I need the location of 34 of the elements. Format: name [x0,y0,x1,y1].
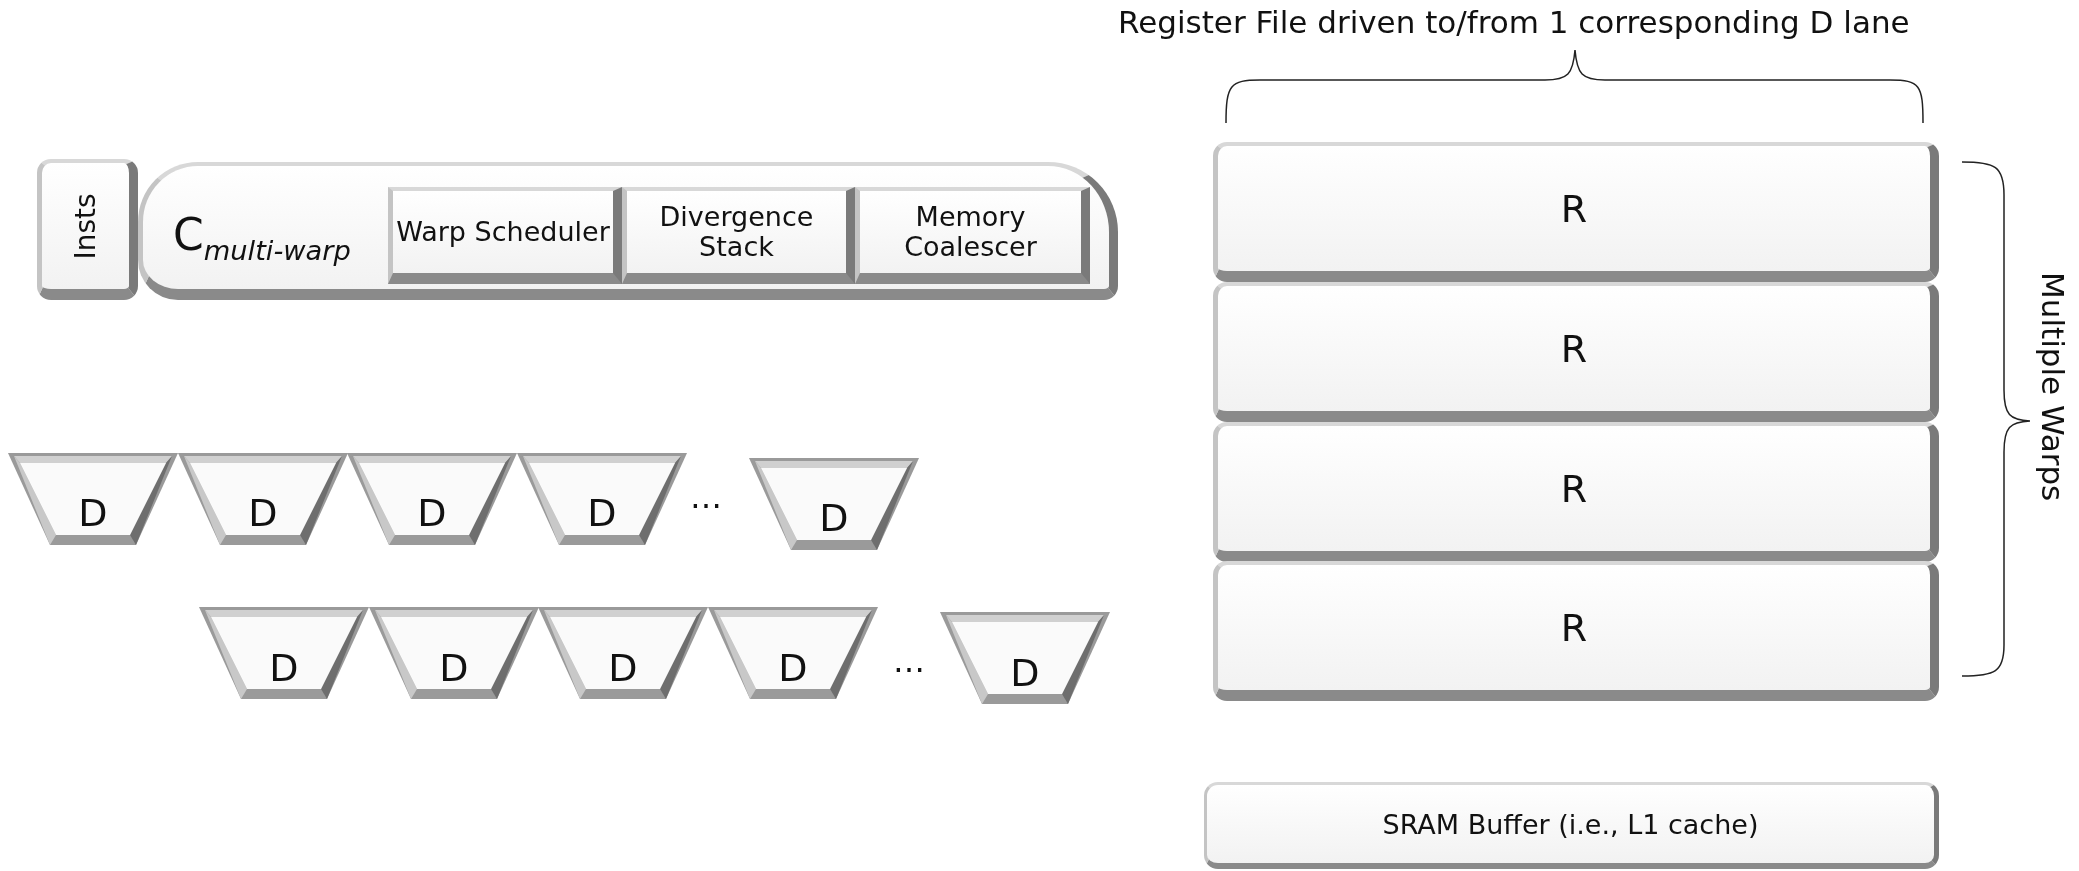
block-label: R [1560,186,1588,231]
block-label: Warp Scheduler [396,217,610,247]
block-label: Insts [69,192,102,260]
register-box [1213,282,1939,422]
unit-box [855,187,1090,284]
block-label: D [587,491,617,535]
block-label: R [1560,326,1588,371]
block-label: D [417,491,447,535]
block-label: Divergence Stack [658,202,815,262]
controller-label: C$_{multi-warp}$ [173,209,351,266]
ellipsis: … [690,478,722,516]
register-box [1213,561,1939,701]
block-label: D [608,645,638,690]
block-label: SRAM Buffer (i.e., L1 cache) [1382,808,1759,840]
ellipsis: … [893,642,925,680]
instruction-box [37,159,138,300]
block-label: D [439,645,469,690]
block-label: Memory Coalescer [903,202,1038,262]
caption-text: Register File driven to/from 1 corresponding D lane [1118,4,1910,40]
block-label: D [778,645,808,690]
unit-box [622,187,855,284]
side-label: Multiple Warps [2035,272,2071,502]
block-label: D [819,496,849,540]
block-label: D [78,491,108,535]
block-label: D [269,645,299,690]
unit-box [388,187,622,284]
block-label: R [1560,605,1588,650]
register-box [1213,422,1939,562]
buffer-bar [1204,782,1939,869]
register-box [1213,142,1939,282]
controller-box [138,162,1118,300]
block-label: R [1560,466,1588,511]
block-label: D [248,491,278,535]
block-label: D [1010,650,1040,695]
